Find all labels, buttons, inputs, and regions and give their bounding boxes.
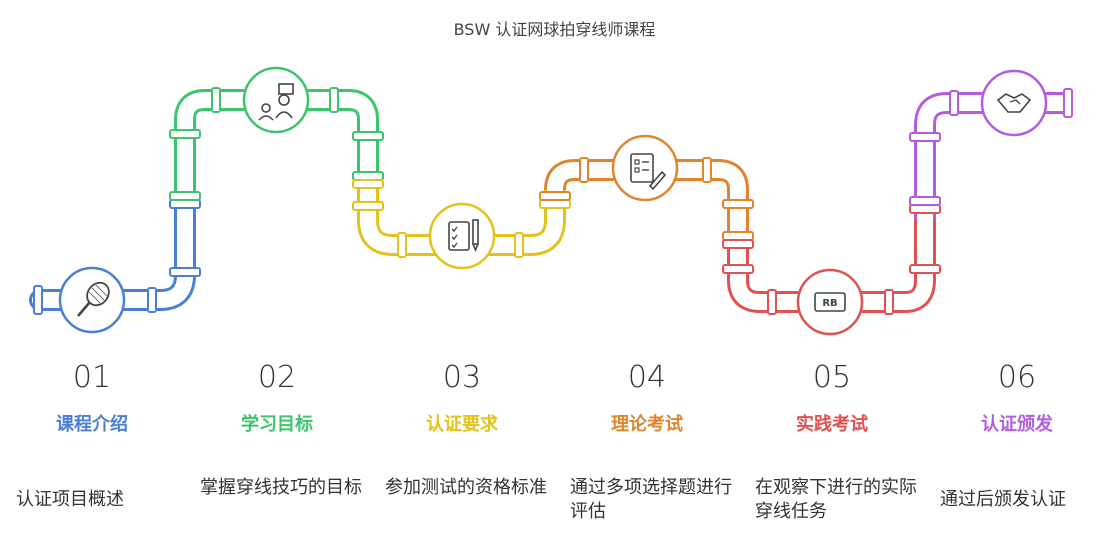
pipe-segment-4 — [544, 159, 749, 240]
step-number-2: 02 — [257, 360, 297, 395]
checklist-pencil-icon — [428, 202, 496, 270]
step-desc-2: 掌握穿线技巧的目标 — [200, 477, 362, 498]
step-number-6: 06 — [997, 360, 1037, 395]
diagram-title: BSW 认证网球拍穿线师课程 — [453, 20, 656, 39]
pipe-joints — [33, 87, 1073, 315]
teacher-student-icon — [242, 66, 310, 134]
step-title-6: 认证颁发 — [981, 414, 1053, 435]
step-number-1: 01 — [72, 360, 112, 395]
step-number-5: 05 — [812, 360, 852, 395]
exam-form-icon — [611, 134, 679, 202]
step-title-3: 认证要求 — [426, 414, 498, 435]
step-desc-1: 认证项目概述 — [16, 489, 124, 510]
tennis-racket-icon — [58, 266, 126, 334]
pipe-segment-6 — [914, 92, 1070, 220]
svg-text:RB: RB — [822, 298, 837, 309]
step-desc-3: 参加测试的资格标准 — [385, 477, 547, 498]
step-desc-5: 在观察下进行的实际穿线任务 — [755, 477, 917, 522]
step-title-1: 课程介绍 — [56, 414, 128, 435]
step-desc-4: 通过多项选择题进行评估 — [570, 477, 732, 522]
step-desc-6: 通过后颁发认证 — [940, 489, 1066, 510]
rb-badge-icon: RB — [796, 268, 864, 336]
step-title-5: 实践考试 — [796, 414, 868, 435]
step-number-4: 04 — [627, 360, 667, 395]
step-title-4: 理论考试 — [611, 414, 683, 435]
step-title-2: 学习目标 — [241, 414, 313, 435]
step-number-3: 03 — [442, 360, 482, 395]
handshake-icon — [980, 69, 1048, 137]
